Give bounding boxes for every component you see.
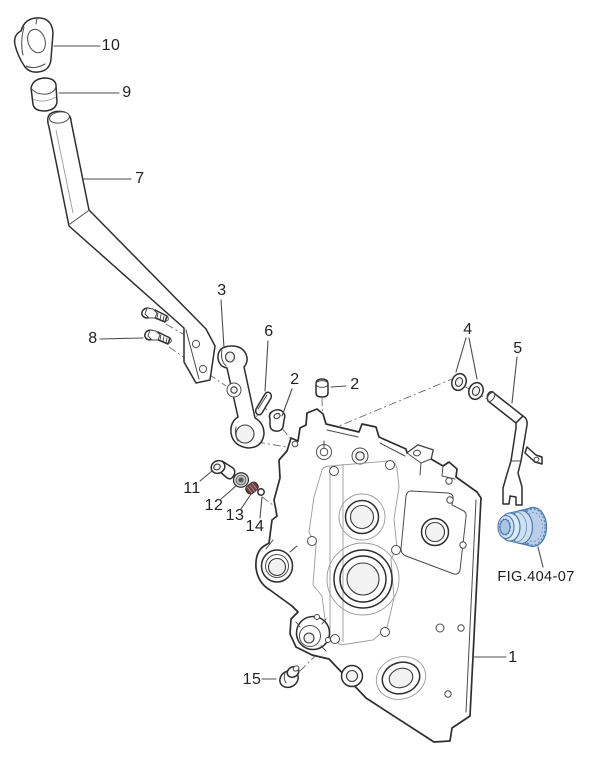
- part-plug-bolt: [210, 459, 236, 480]
- part-shift-fork: [486, 391, 543, 506]
- part-lever-arm: [217, 345, 265, 449]
- callout-2-left: 2: [290, 371, 300, 388]
- callout-15: 15: [242, 671, 262, 688]
- part-shift-lever: [46, 110, 216, 384]
- callout-9: 9: [122, 84, 132, 101]
- part-washer: [232, 472, 250, 488]
- part-knob: [13, 17, 54, 73]
- callout-4: 4: [463, 321, 473, 338]
- callout-5: 5: [513, 340, 523, 357]
- leader-lines: [53, 45, 544, 680]
- part-bolt-upper: [141, 307, 169, 323]
- part-bolt-lower: [142, 327, 173, 345]
- callout-10: 10: [101, 37, 121, 54]
- part-bushing-right: [315, 378, 329, 398]
- callout-8: 8: [88, 330, 98, 347]
- part-bushing-left: [268, 408, 286, 432]
- part-oring-b: [468, 381, 484, 401]
- callout-1: 1: [508, 649, 518, 666]
- callout-3: 3: [217, 282, 227, 299]
- part-lever-cap: [30, 77, 58, 112]
- callout-11: 11: [183, 480, 201, 497]
- part-oring-a: [451, 372, 467, 392]
- part-spring: [245, 481, 259, 495]
- callout-12: 12: [204, 497, 224, 514]
- part-housing: [255, 408, 482, 743]
- part-pin: [254, 391, 273, 416]
- callout-7: 7: [135, 170, 145, 187]
- figure-reference-label: FIG.404-07: [497, 569, 575, 585]
- callout-14: 14: [245, 518, 265, 535]
- part-detent-ball: [257, 488, 265, 496]
- callout-13: 13: [225, 507, 245, 524]
- callout-2-right: 2: [350, 376, 360, 393]
- part-drain-plug: [279, 665, 300, 689]
- callout-6: 6: [264, 323, 274, 340]
- part-coupling-highlighted: [497, 506, 548, 548]
